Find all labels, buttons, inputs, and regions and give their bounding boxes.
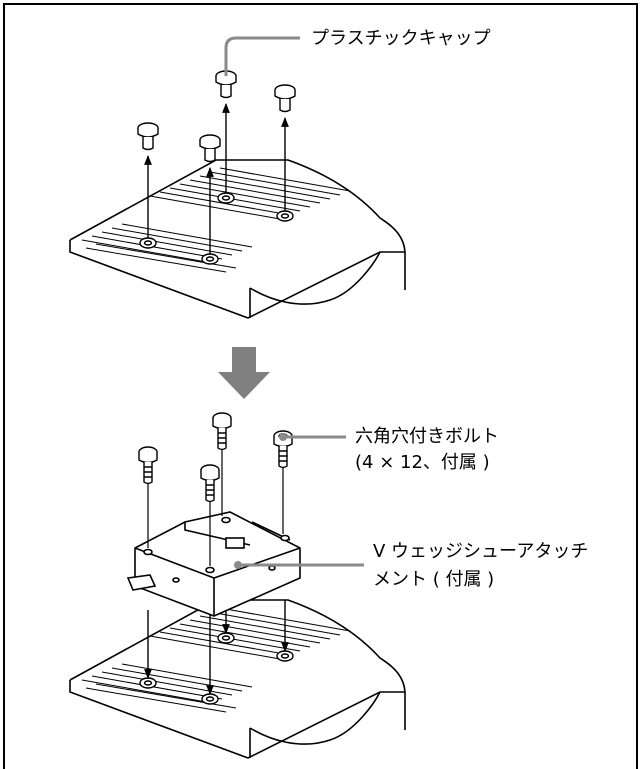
v-wedge-label: V ウェッジシューアタッチ xyxy=(373,541,589,562)
figure-border xyxy=(3,3,638,769)
plastic-cap-label: プラスチックキャップ xyxy=(311,28,491,49)
mount-holes-bottom xyxy=(139,632,294,705)
hex-bolt xyxy=(212,412,232,451)
bolt-callout-leader xyxy=(279,433,346,441)
plate-callout-leader xyxy=(234,561,364,569)
hex-bolt-spec-label: (4 × 12、付属 ) xyxy=(355,452,490,473)
mount-holes-top xyxy=(139,192,294,265)
panel-vent-slots-bottom xyxy=(81,607,351,713)
bolt-arrows xyxy=(144,600,289,695)
plastic-cap xyxy=(137,122,159,151)
plastic-caps xyxy=(137,70,296,163)
hex-bolt-label: 六角穴付きボルト xyxy=(355,426,499,447)
plastic-cap xyxy=(199,134,221,163)
down-arrow-icon xyxy=(218,347,270,399)
camera-top-panel xyxy=(69,159,406,319)
v-wedge-label-continued: メント ( 付属 ) xyxy=(373,569,495,590)
hex-bolt xyxy=(200,464,220,503)
cap-leader-line xyxy=(224,36,300,76)
plastic-cap xyxy=(274,84,296,113)
hex-bolts xyxy=(138,412,293,503)
panel-vent-slots-top xyxy=(81,167,351,273)
cap-arrows xyxy=(144,103,289,254)
hex-bolt xyxy=(138,446,158,485)
v-wedge-plate xyxy=(126,511,301,617)
camera-top-panel xyxy=(69,599,406,759)
